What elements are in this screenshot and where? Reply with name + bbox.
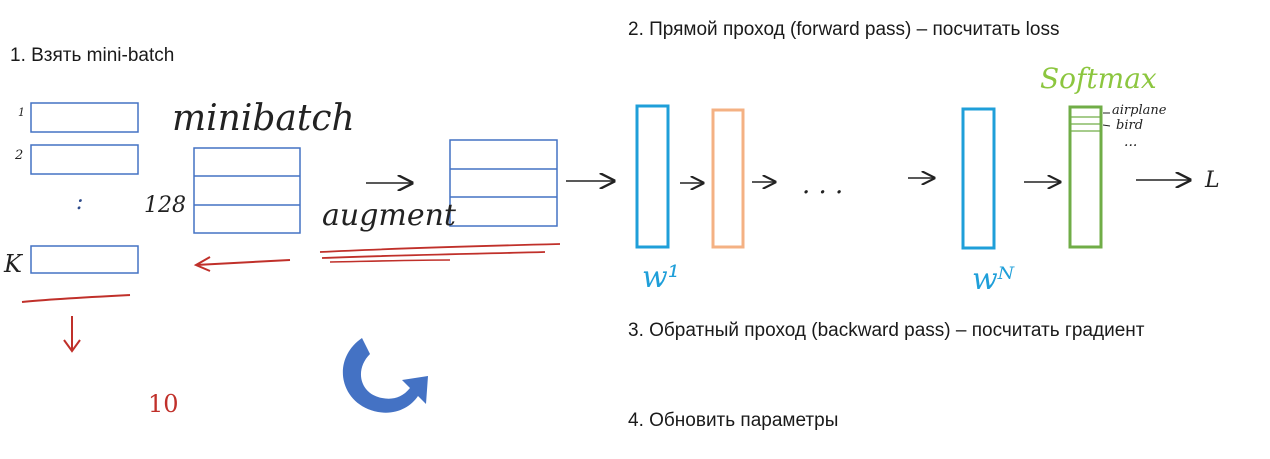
weight-last-label: wᴺ — [972, 262, 1015, 297]
step4-label: 4. Обновить параметры — [628, 410, 839, 431]
augmented-batch-box — [449, 139, 558, 227]
dataset-label-2: 2 — [15, 148, 24, 163]
dataset-label-1: 1 — [18, 106, 25, 119]
class-tick-2 — [1102, 124, 1111, 127]
dataset-underline — [21, 294, 131, 303]
count-label: 10 — [148, 390, 179, 418]
dataset-row-1 — [30, 102, 139, 133]
layer-1 — [635, 104, 670, 249]
class-label-more: ... — [1124, 134, 1138, 150]
softmax-label: Softmax — [1040, 62, 1157, 95]
augment-underline-2 — [321, 251, 546, 259]
dataset-row-2 — [30, 144, 139, 175]
augment-underline-1 — [319, 243, 561, 253]
minibatch-red-arrow — [193, 256, 291, 272]
class-label-airplane: airplane — [1112, 103, 1167, 118]
augment-underline-3 — [329, 259, 451, 263]
layer-2 — [711, 108, 745, 249]
minibatch-title: minibatch — [172, 98, 355, 139]
minibatch-size: 128 — [144, 193, 186, 218]
dataset-ellipsis: : — [76, 190, 84, 215]
network-ellipsis: · · · — [802, 178, 844, 208]
loss-label: L — [1205, 168, 1220, 193]
class-label-bird: bird — [1116, 118, 1144, 133]
layer-n — [961, 107, 996, 250]
dataset-label-k: K — [4, 250, 22, 278]
augment-label: augment — [322, 198, 456, 233]
dataset-down-arrow — [63, 316, 81, 353]
cycle-arrow-icon — [342, 338, 428, 413]
weight-first-label: w¹ — [642, 260, 680, 295]
step2-label: 2. Прямой проход (forward pass) – посчит… — [628, 19, 1060, 40]
step1-label: 1. Взять mini-batch — [10, 45, 175, 66]
step3-label: 3. Обратный проход (backward pass) – пос… — [628, 320, 1145, 341]
minibatch-box — [193, 147, 301, 234]
softmax-layer — [1068, 105, 1103, 249]
dataset-row-k — [30, 245, 139, 274]
